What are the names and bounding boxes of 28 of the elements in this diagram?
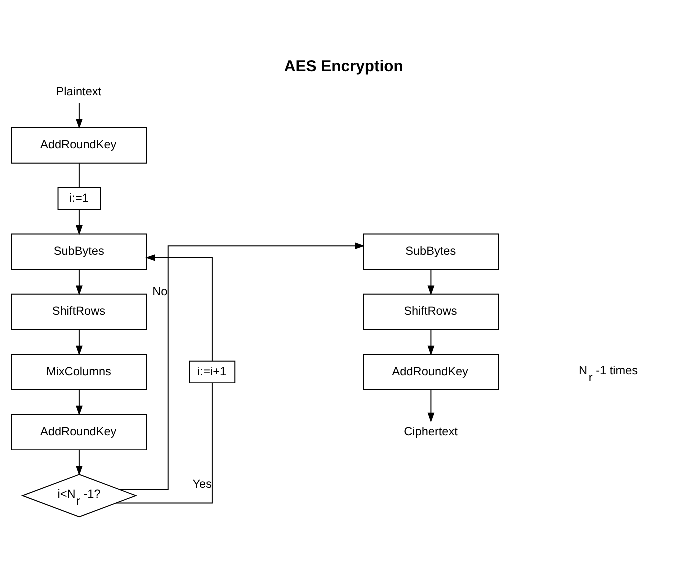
node-text: Ciphertext [404,424,458,438]
connector [116,382,213,504]
connector [78,163,80,188]
arrow [76,102,83,129]
node-text: Plaintext [56,84,102,98]
arrow [118,242,366,490]
arrow [76,390,83,416]
node-box: i:=1 [58,187,102,210]
edge-label: No [152,284,168,298]
diagram-title: AES Encryption [284,58,404,76]
node-box: AddRoundKey [11,414,148,451]
node-box: i:=i+1 [189,360,236,384]
node-box: MixColumns [11,354,148,390]
node-box: SubBytes [363,234,500,270]
arrow [76,209,83,236]
arrow [428,270,435,296]
arrow [428,390,435,423]
arrow [76,270,83,296]
arrow [428,330,435,356]
edge-label: Yes [192,476,212,491]
node-box: ShiftRows [363,294,500,330]
node-box: AddRoundKey [11,127,148,164]
node-box: AddRoundKey [363,354,500,390]
arrow [76,450,83,476]
node-box: ShiftRows [11,294,148,330]
arrow [76,330,83,356]
arrow [146,254,213,362]
node-box: SubBytes [11,234,148,270]
